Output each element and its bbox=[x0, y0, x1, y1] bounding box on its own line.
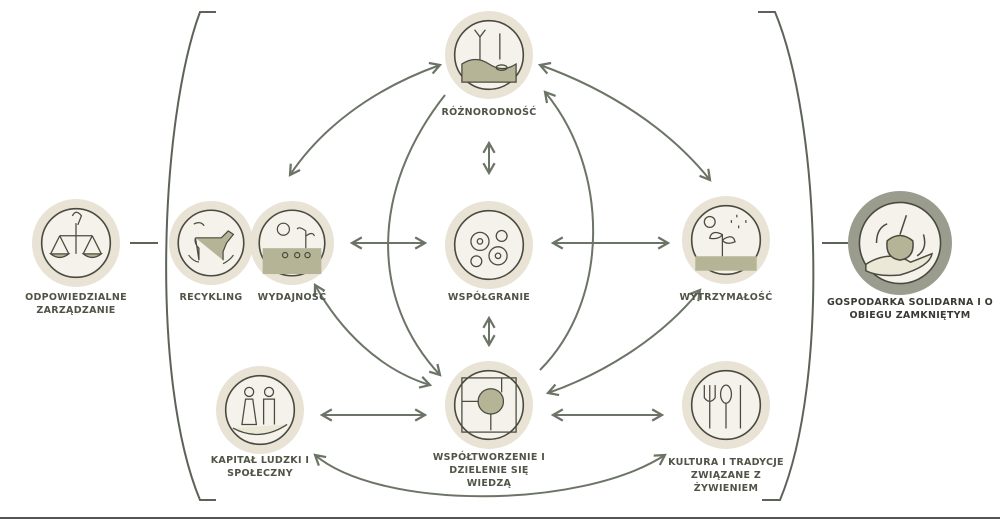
arrow-kapital-kultura bbox=[313, 453, 667, 498]
node-kultura bbox=[682, 361, 770, 449]
node-roznorodnosc bbox=[445, 11, 533, 99]
label-wydajnosc: WYDAJNOŚĆ bbox=[257, 292, 327, 303]
cutlery-icon bbox=[703, 384, 742, 429]
arrow-roznorodnosc-recykling bbox=[288, 61, 443, 177]
label-recykling: RECYKLING bbox=[179, 292, 243, 303]
scales-icon bbox=[48, 211, 104, 259]
arrow-wydajnosc-wspoltworzenie bbox=[313, 283, 433, 389]
node-kapital bbox=[216, 366, 304, 454]
arrow-wytrzymalosc-wspoltworzenie bbox=[545, 288, 702, 397]
arrow-roznorodnosc-wytrzymalosc bbox=[537, 61, 712, 182]
hand-apple-cycle-icon bbox=[865, 215, 933, 277]
label-roznorodnosc: RÓŻNORODNOŚĆ bbox=[441, 107, 537, 118]
right-bracket bbox=[758, 11, 815, 501]
label-wspolgranie: WSPÓŁGRANIE bbox=[447, 292, 531, 303]
node-wytrzymalosc bbox=[682, 196, 770, 284]
node-wydajnosc bbox=[250, 201, 334, 285]
tree-icon bbox=[461, 377, 517, 433]
plant-rain-icon bbox=[695, 214, 757, 271]
label-wytrzymalosc: WYTRZYMAŁOŚĆ bbox=[679, 292, 773, 303]
biodiversity-icon bbox=[461, 29, 517, 83]
arrow-wspoltworzenie-roznorodnosc bbox=[539, 90, 595, 371]
sun-sprouts-icon bbox=[262, 222, 322, 275]
left-bracket bbox=[165, 11, 216, 501]
farmers-icon bbox=[232, 386, 288, 436]
cow-leaves-icon bbox=[188, 222, 235, 265]
node-odpowiedzialne bbox=[32, 199, 120, 287]
gears-icon bbox=[470, 229, 508, 268]
node-wspolgranie bbox=[445, 201, 533, 289]
node-wspoltworzenie bbox=[445, 361, 533, 449]
arrow-roznorodnosc-wspoltworzenie bbox=[387, 94, 446, 377]
node-gospodarka bbox=[848, 191, 952, 295]
node-recykling bbox=[169, 201, 253, 285]
arrows bbox=[288, 61, 712, 498]
bottom-border bbox=[0, 517, 1000, 519]
